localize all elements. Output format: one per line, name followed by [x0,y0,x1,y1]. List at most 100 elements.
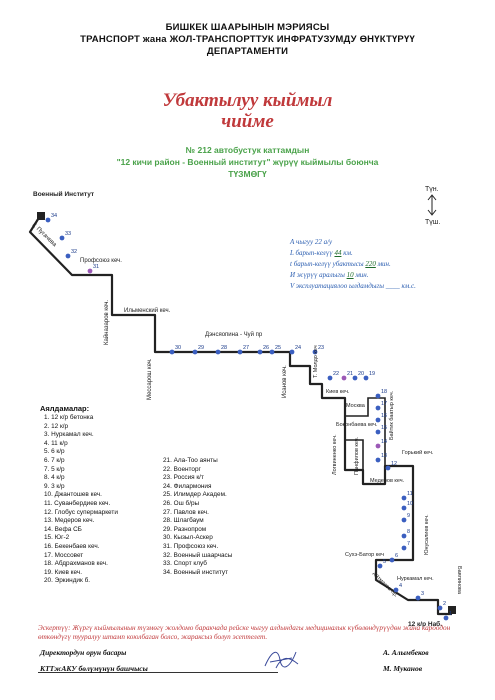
stop-list-item: 3. Нуркамал кеч. [44,431,94,439]
label-medero: Медеров кеч. [370,478,405,484]
stop-number: 21 [347,371,353,377]
stop-marker [237,349,243,355]
header-line-1: БИШКЕК ШААРЫНЫН МЭРИЯСЫ [165,22,330,33]
stops-title: Аялдамалар: [40,404,90,413]
label-panfilov: Панфилов кеч. [354,436,360,475]
route-line [28,215,452,616]
stop-marker [257,349,263,355]
stop-list-item: 10. Джантошев кеч. [44,491,102,499]
stop-list-item: 26. Ош б/ры [163,499,200,507]
stop-list-item: 8. 4 к/р [44,474,65,482]
stop-marker [401,545,407,551]
label-kiev: Киев кеч. [326,389,350,395]
label-gorky: Горький кеч. [402,449,434,456]
stop-number: 28 [221,345,227,351]
stop-number: 29 [198,345,204,351]
info-v-blank: ____ [385,282,400,290]
label-nurkamal: Нуркамал кеч. [397,576,434,582]
end-terminal-icon [448,606,456,614]
info-v-label: V эксплуатациялоо ылдамдыгы [290,282,385,290]
label-baitik: Байтик баатыр кеч. [388,390,395,440]
stop-marker [192,349,198,355]
stop-marker [327,375,333,381]
stop-number: 12 [391,461,397,467]
stop-list-item: 1. 12 к/р бетонка [44,414,94,421]
stop-number: 18 [381,389,387,395]
stop-marker [377,563,383,569]
stop-list-item: 14. Вефа СБ [44,525,82,533]
stop-marker [401,505,407,511]
stop-marker [385,465,391,471]
stop-number: 22 [333,371,339,377]
stop-list-item: 24. Филармония [163,482,212,490]
label-dzhesopina: Дэнсяопина - Чуй пр [205,331,263,338]
stop-list-item: 20. Эркиндик б. [44,577,91,585]
label-bayalinov: Баялинова [456,566,462,595]
label-t-moldo: Т. Молдо кеч [313,345,319,378]
stop-number: 1 [449,611,452,617]
stop-marker [352,375,358,381]
stop-list-item: 6. 7 к/р [44,456,65,464]
stop-number: 26 [263,345,269,351]
label-logvinenko: Логвиненко кеч. [332,434,338,475]
stop-marker [389,557,395,563]
label-sukhe-bator: Сухэ-Батор кеч [345,552,384,558]
stop-number: 16 [381,413,387,419]
stop-marker [375,429,381,435]
stop-marker [415,595,421,601]
signature-role-2: КТТжАКУ бөлүмүнүн башчысы [40,664,148,673]
info-i-unit: мин. [355,271,369,279]
compass-north-label: Түн. [425,186,439,193]
stop-list-item: 31. Профсоюз кеч. [163,542,219,550]
title-line-1: Убактылуу кыймыл [162,90,333,111]
info-t-label: t барып-келүү убактысы [290,260,364,268]
info-l: L барып-келүү 44 км. [290,249,353,257]
info-t: t барып-келүү убактысы 220 мин. [290,260,391,268]
signature-role-1: Директордун орун басары [40,648,127,657]
stop-list-item: 33. Спорт клуб [163,560,207,568]
stop-number: 33 [65,231,71,237]
stop-number: 2 [443,601,446,607]
stop-list-item: 28. Шлагбаум [163,517,204,525]
stop-marker [401,533,407,539]
info-i-value: 10 [346,271,354,279]
stop-marker [375,457,381,463]
label-profsoyuz: Профсоюз кеч. [80,258,122,264]
stop-list-item: 34. Военный институт [163,568,228,576]
label-military-institute: Военный Институт [33,190,94,198]
title-line-2: чийме [221,111,274,132]
stop-marker [45,217,51,223]
stop-number: 4 [399,583,402,589]
stop-list-item: 7. 5 к/р [44,465,65,473]
side-loop-line [345,397,386,470]
stop-number: 31 [93,264,99,270]
stop-number: 5 [383,559,386,565]
label-kainazarov: Кайназаров кеч. [103,300,110,345]
stop-number: 8 [407,529,410,535]
stop-number: 17 [381,401,387,407]
stop-list-item: 21. Ала-Тоо аянты [163,457,218,464]
label-bokonbaev: Боконбаева кеч. [336,422,378,428]
stop-number: 11 [407,491,413,497]
stop-number: 30 [175,345,181,351]
stop-marker [393,587,399,593]
stop-number: 19 [369,371,375,377]
info-v: V эксплуатациялоо ылдамдыгы ____ км.с. [290,282,416,290]
stop-list-item: 27. Павлов кеч. [163,508,209,516]
handwritten-signature [264,651,299,669]
stop-list-item: 16. Бекенбаев кеч. [44,542,100,550]
stop-number: 7 [407,541,410,547]
stop-marker [363,375,369,381]
info-a-value: 22 а/у [314,238,333,246]
start-terminal-icon [37,212,45,220]
stop-marker [269,349,275,355]
info-l-label: L барып-келүү [290,249,333,257]
stop-marker [215,349,221,355]
compass-arrow-icon [427,194,437,216]
stop-list-item: 29. Разнопром [163,525,207,533]
stop-list-item: 19. Киев кеч. [44,568,82,576]
stop-list-item: 32. Военный шаарчасы [163,551,233,559]
